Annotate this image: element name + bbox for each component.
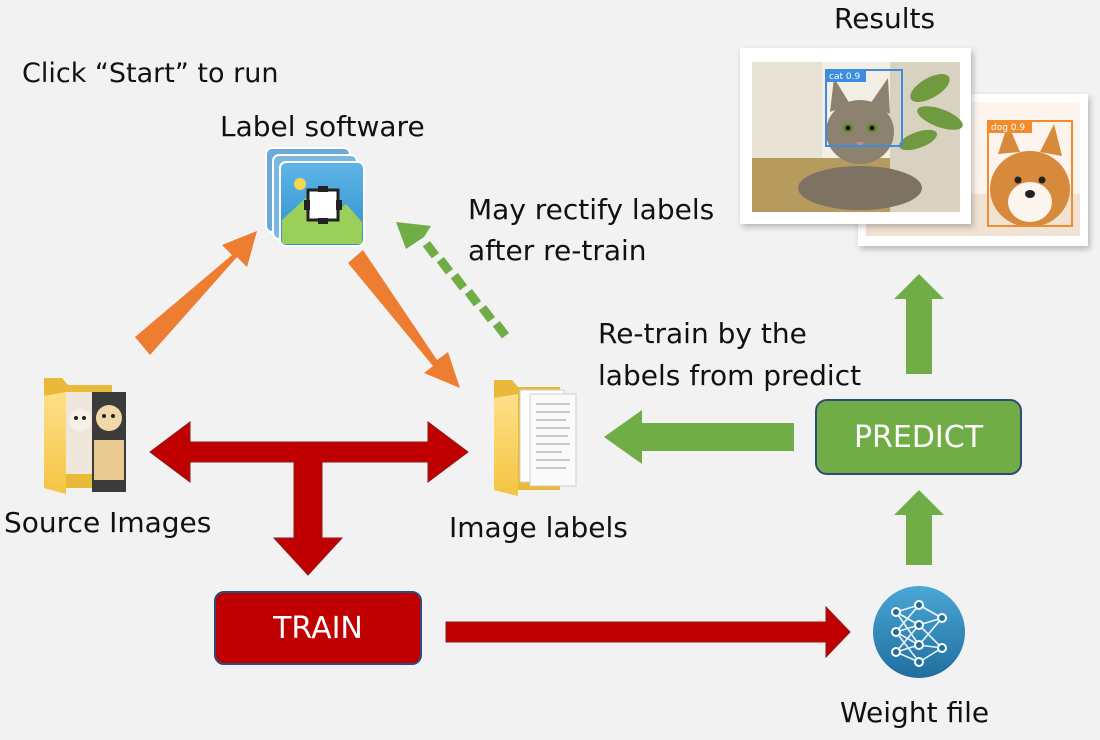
document-folder-icon: [494, 380, 577, 496]
arrow-source-to-label: [135, 231, 257, 355]
arrow-predict-to-imagelabels: [604, 410, 794, 464]
arrow-weight-to-predict: [894, 490, 944, 565]
image-stack-icon: [265, 147, 365, 247]
cat-result-card: cat 0.9: [740, 48, 971, 224]
weight-file-title: Weight file: [840, 696, 990, 729]
rectify-note-line1: May rectify labels: [468, 193, 715, 226]
image-labels-title: Image labels: [449, 511, 628, 544]
arrow-label-to-imagelabels: [348, 250, 460, 388]
neural-network-icon: [873, 586, 965, 678]
arrow-predict-to-results: [894, 274, 944, 374]
arrow-train-to-weight: [445, 605, 851, 659]
arrow-source-imagelabels-train: [149, 421, 469, 576]
predict-button[interactable]: PREDICT: [815, 399, 1022, 475]
rectify-note-line2: after re-train: [468, 234, 647, 267]
cat-photo: cat 0.9: [752, 62, 963, 212]
dog-detection-label: dog 0.9: [991, 123, 1025, 133]
instruction-title: Click “Start” to run: [22, 58, 279, 89]
retrain-note-line1: Re-train by the: [598, 317, 807, 350]
cat-detection-label: cat 0.9: [829, 72, 860, 82]
arrow-rectify-dashed: [396, 222, 510, 339]
folder-icon: [44, 378, 126, 494]
source-images-title: Source Images: [4, 506, 212, 539]
results-title: Results: [834, 2, 936, 35]
retrain-note-line2: labels from predict: [598, 359, 862, 392]
label-software-title: Label software: [220, 110, 425, 143]
train-button[interactable]: TRAIN: [214, 591, 422, 665]
